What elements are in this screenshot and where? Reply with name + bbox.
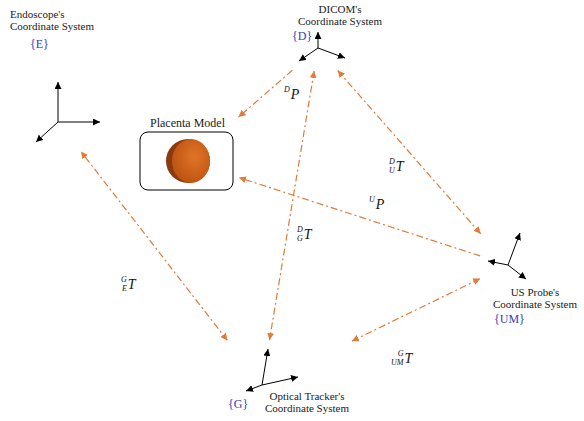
frame-symbol: {UM}	[494, 313, 525, 326]
model-outline	[140, 132, 233, 190]
frame-label: Placenta Model	[150, 117, 225, 130]
transform-label: DGT	[296, 226, 313, 243]
axis-arrow	[508, 233, 520, 265]
placenta-face	[172, 139, 210, 183]
coordinate-frame: Endoscope's Coordinate System {E}	[4, 4, 108, 150]
script-stack: D	[284, 86, 290, 103]
subscript: E	[122, 285, 127, 293]
transform-label: UP	[368, 196, 385, 213]
transform-label: GUMT	[390, 350, 413, 367]
symbol-letter: T	[304, 227, 312, 243]
frame-symbol: {G}	[228, 398, 248, 411]
subscript: UM	[391, 359, 403, 367]
axis-arrow	[318, 48, 345, 58]
coordinate-frame: DICOM's Coordinate System {D}	[286, 2, 388, 69]
frame-label: US Probe's Coordinate System	[490, 286, 580, 310]
coordinate-frame: US Probe's Coordinate System {UM}	[482, 226, 583, 329]
coordinate-frame: Optical Tracker's Coordinate System {G}	[222, 342, 355, 417]
transform-line	[338, 71, 481, 234]
superscript: G	[398, 350, 404, 358]
subscript: U	[389, 167, 395, 175]
script-stack: U	[369, 196, 375, 213]
frame-symbol: {D}	[292, 30, 312, 43]
axis-arrow	[36, 122, 58, 142]
axis-arrow	[246, 385, 262, 391]
frame-label: Optical Tracker's Coordinate System	[262, 390, 352, 414]
superscript: D	[297, 226, 303, 234]
axis-arrow	[508, 265, 526, 279]
script-stack: DG	[297, 226, 303, 243]
script-stack: GUM	[391, 350, 403, 367]
axis-arrow	[58, 82, 59, 122]
symbol-letter: T	[396, 159, 404, 175]
model-box: Placenta Model	[136, 114, 237, 194]
axis-arrow	[58, 122, 100, 123]
transform-line	[239, 70, 293, 117]
frame-label: Endoscope's Coordinate System	[10, 8, 100, 32]
axis-arrow	[299, 48, 318, 61]
transform-label: DUT	[388, 158, 405, 175]
axis-arrow	[262, 349, 268, 385]
symbol-letter: T	[128, 277, 136, 293]
superscript: G	[121, 276, 127, 284]
transform-label: DP	[283, 86, 300, 103]
subscript: G	[297, 235, 303, 243]
placenta-rim	[166, 139, 210, 183]
script-stack: GE	[121, 276, 127, 293]
transform-line	[352, 279, 480, 342]
axis-arrow	[262, 377, 298, 385]
symbol-letter: P	[291, 87, 300, 103]
symbol-letter: P	[376, 197, 385, 213]
script-stack: DU	[389, 158, 395, 175]
axis-arrow	[318, 32, 319, 48]
axis-arrow	[488, 261, 508, 265]
superscript: D	[284, 86, 290, 94]
transform-line	[239, 178, 480, 256]
superscript: D	[389, 158, 395, 166]
frame-label: DICOM's Coordinate System	[295, 3, 385, 27]
transform-label: GET	[120, 276, 137, 293]
superscript: U	[369, 196, 375, 204]
transform-line	[269, 71, 314, 340]
frame-symbol: {E}	[30, 38, 49, 51]
symbol-letter: T	[404, 351, 412, 367]
